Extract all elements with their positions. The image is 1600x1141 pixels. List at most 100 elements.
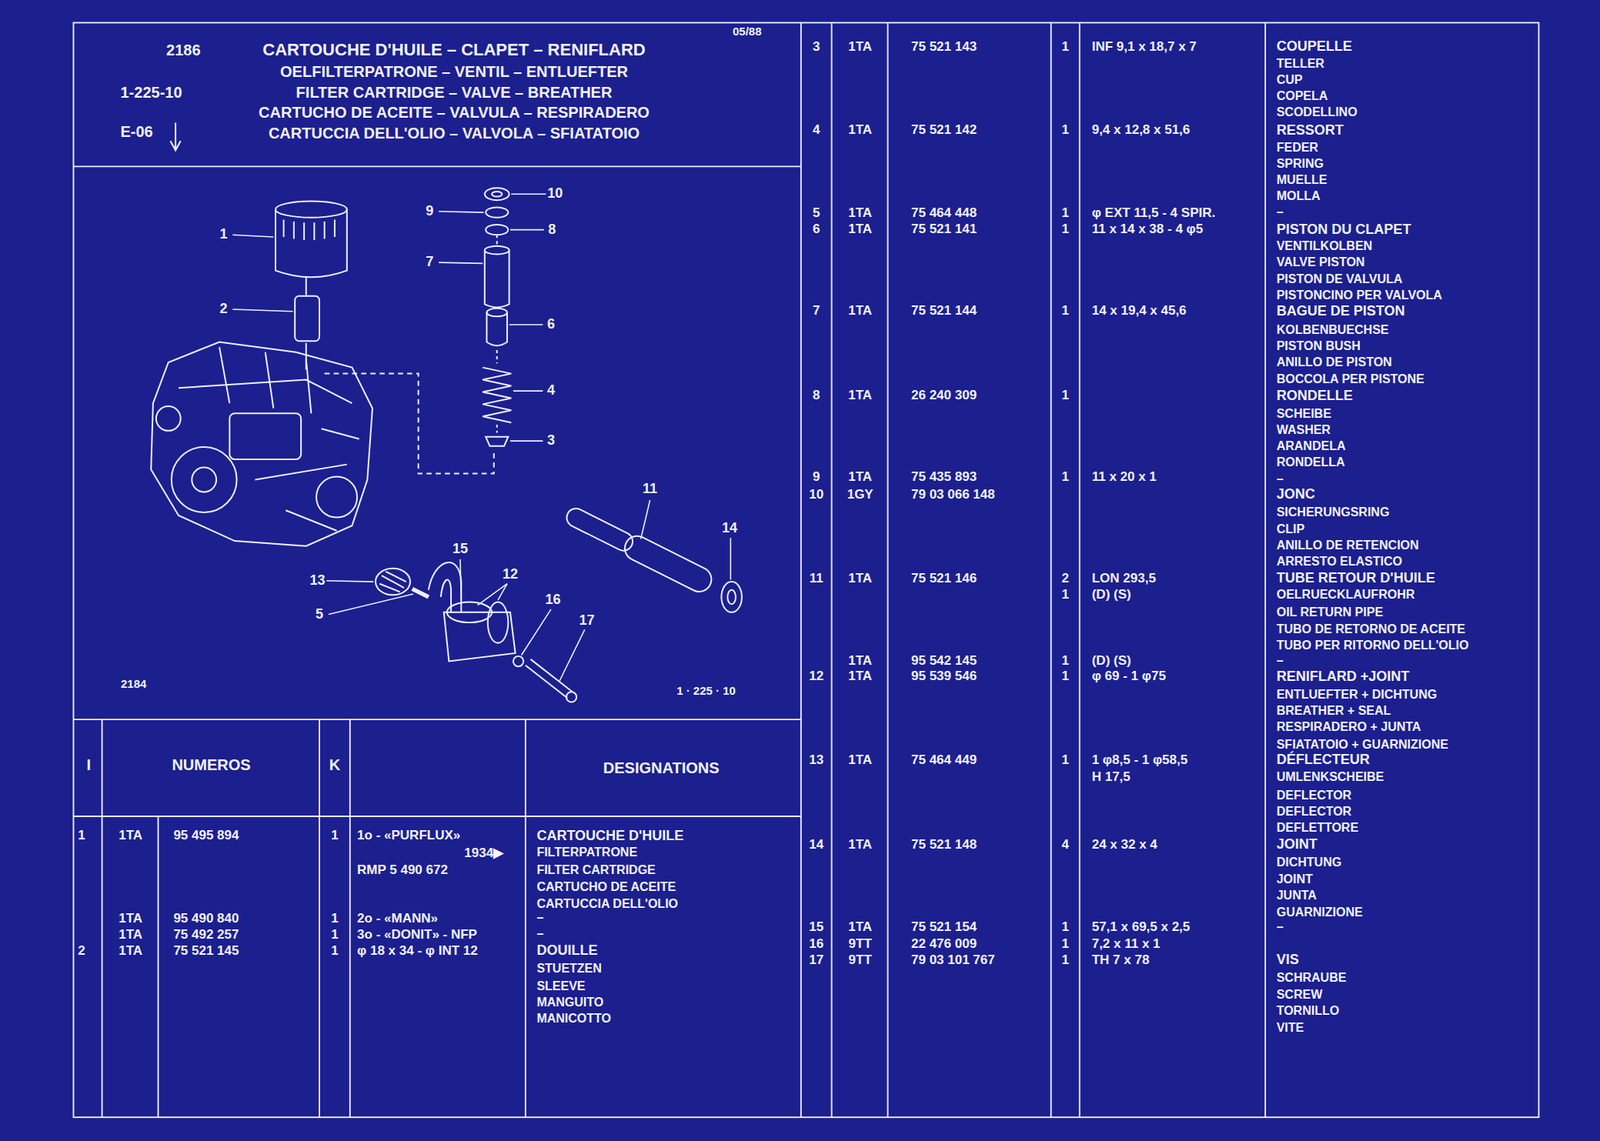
designation-text: – bbox=[536, 911, 544, 925]
table-cell: 1 bbox=[1061, 303, 1069, 318]
table-cell: 75 464 449 bbox=[911, 753, 977, 767]
designation-text: UMLENKSCHEIBE bbox=[1276, 771, 1385, 784]
designation-text: JOINT bbox=[1276, 873, 1313, 886]
table-cell: 1TA bbox=[848, 669, 872, 683]
designation-text: SCREW bbox=[1276, 988, 1323, 1002]
revision-date: 05/88 bbox=[732, 25, 762, 37]
parts-illustration bbox=[150, 187, 742, 702]
designation-text: OELRUECKLAUFROHR bbox=[1276, 588, 1416, 602]
table-cell: 4 bbox=[812, 123, 820, 137]
designation-text: SCHRAUBE bbox=[1276, 972, 1347, 985]
designation-text: VENTILKOLBEN bbox=[1276, 240, 1373, 253]
designation-text: – bbox=[1276, 206, 1284, 219]
table-cell: 1934▶ bbox=[464, 846, 504, 860]
designation-text: MUELLE bbox=[1276, 173, 1328, 187]
table-cell: 8 bbox=[812, 388, 820, 402]
table-cell: 1TA bbox=[118, 911, 143, 926]
designation-text: TUBO DE RETORNO DE ACEITE bbox=[1276, 623, 1466, 636]
table-cell: 1TA bbox=[848, 206, 872, 220]
designation-text: PISTONCINO PER VALVOLA bbox=[1276, 289, 1443, 302]
designation-text: ANILLO DE PISTON bbox=[1276, 356, 1393, 369]
callout-number: 14 bbox=[721, 521, 738, 535]
header-text: OELFILTERPATRONE – VENTIL – ENTLUEFTER bbox=[280, 63, 628, 80]
table-cell: 95 495 894 bbox=[173, 828, 239, 842]
callout-number: 5 bbox=[315, 607, 324, 622]
table-cell: 15 bbox=[808, 920, 824, 934]
designation-text: GUARNIZIONE bbox=[1276, 906, 1363, 919]
designation-text: PISTON BUSH bbox=[1276, 340, 1361, 353]
designation-text: – bbox=[1276, 921, 1284, 934]
table-cell: LON 293,5 bbox=[1092, 571, 1156, 585]
designation-text: SICHERUNGSRING bbox=[1276, 506, 1390, 519]
table-cell: 1 bbox=[77, 828, 85, 842]
table-cell: 1 bbox=[1061, 40, 1069, 54]
designation-heading: RESSORT bbox=[1276, 123, 1344, 137]
designation-text: OIL RETURN PIPE bbox=[1276, 606, 1383, 619]
table-cell: 26 240 309 bbox=[911, 388, 977, 402]
table-cell: 1 bbox=[1061, 587, 1069, 602]
header-text: E-06 bbox=[120, 123, 154, 140]
callout-number: 11 bbox=[642, 481, 658, 496]
designation-text: ARANDELA bbox=[1276, 440, 1347, 453]
table-cell: INF 9,1 x 18,7 x 7 bbox=[1092, 40, 1197, 54]
table-cell: 1 bbox=[330, 911, 338, 926]
designation-text: VALVE PISTON bbox=[1276, 256, 1366, 269]
table-cell: 79 03 066 148 bbox=[911, 487, 996, 502]
callout-number: 16 bbox=[545, 592, 562, 607]
callout-number: 15 bbox=[452, 541, 468, 556]
designation-text: TELLER bbox=[1276, 57, 1325, 71]
table-cell: 24 x 32 x 4 bbox=[1092, 838, 1158, 852]
header-text: CARTUCHO DE ACEITE – VALVULA – RESPIRADE… bbox=[258, 104, 650, 121]
table-cell: 1TA bbox=[848, 40, 872, 54]
header-text: 2186 bbox=[166, 42, 201, 58]
table-cell: 4 bbox=[1061, 838, 1069, 852]
table-cell: 1 bbox=[330, 928, 338, 942]
table-cell: 1TA bbox=[848, 753, 872, 767]
table-cell: φ 69 - 1 φ75 bbox=[1092, 669, 1166, 683]
designation-text: CLIP bbox=[1276, 523, 1305, 536]
leader-lines bbox=[232, 193, 731, 682]
table-cell: 75 521 146 bbox=[911, 571, 977, 585]
table-cell: 75 435 893 bbox=[911, 470, 977, 484]
designation-text: STUETZEN bbox=[536, 962, 602, 976]
table-cell: 11 bbox=[809, 571, 824, 585]
designation-text: DEFLETTORE bbox=[1276, 821, 1359, 835]
table-cell: 1 φ8,5 - 1 φ58,5 bbox=[1092, 753, 1189, 767]
table-cell: RMP 5 490 672 bbox=[357, 863, 448, 877]
table-cell: 1TA bbox=[118, 928, 143, 942]
header-text: K bbox=[329, 757, 341, 773]
designation-text: MANGUITO bbox=[536, 996, 604, 1009]
table-cell: 75 521 148 bbox=[911, 838, 977, 852]
table-cell: 1 bbox=[1061, 669, 1069, 683]
designation-text: PISTON DE VALVULA bbox=[1276, 273, 1403, 286]
table-cell: 95 539 546 bbox=[911, 669, 977, 683]
designation-text: – bbox=[536, 928, 544, 941]
header-text: NUMEROS bbox=[171, 757, 251, 773]
designation-text: CARTUCCIA DELL'OLIO bbox=[536, 898, 679, 911]
designation-heading: VIS bbox=[1276, 952, 1300, 967]
table-cell: 1 bbox=[1061, 123, 1069, 137]
table-cell: 1TA bbox=[848, 838, 872, 852]
designation-text: ANILLO DE RETENCION bbox=[1276, 539, 1420, 552]
title-text: CARTOUCHE D'HUILE – CLAPET – RENIFLARD bbox=[262, 41, 645, 59]
table-cell: 11 x 20 x 1 bbox=[1092, 470, 1157, 484]
designation-text: TUBO PER RITORNO DELL'OLIO bbox=[1276, 639, 1470, 652]
table-cell: 14 x 19,4 x 45,6 bbox=[1092, 303, 1187, 318]
table-cell: 17 bbox=[808, 953, 824, 967]
table-cell: 75 521 141 bbox=[911, 222, 977, 236]
table-cell: 75 521 142 bbox=[911, 123, 977, 137]
designation-heading: DOUILLE bbox=[536, 943, 598, 958]
table-cell: 1TA bbox=[848, 123, 872, 137]
designation-heading: BAGUE DE PISTON bbox=[1276, 303, 1406, 318]
designation-text: – bbox=[1276, 473, 1284, 486]
designation-text: SFIATATOIO + GUARNIZIONE bbox=[1276, 738, 1449, 752]
callout-number: 8 bbox=[547, 222, 556, 237]
table-cell: 9 bbox=[812, 470, 820, 484]
table-cell: 9TT bbox=[848, 953, 872, 967]
table-cell: 6 bbox=[812, 222, 820, 236]
table-cell: 1TA bbox=[848, 388, 872, 402]
designation-text: RESPIRADERO + JUNTA bbox=[1276, 721, 1422, 734]
designation-heading: PISTON DU CLAPET bbox=[1276, 222, 1412, 237]
designation-heading: JOINT bbox=[1276, 837, 1318, 852]
header-text: FILTER CARTRIDGE – VALVE – BREATHER bbox=[296, 84, 613, 101]
